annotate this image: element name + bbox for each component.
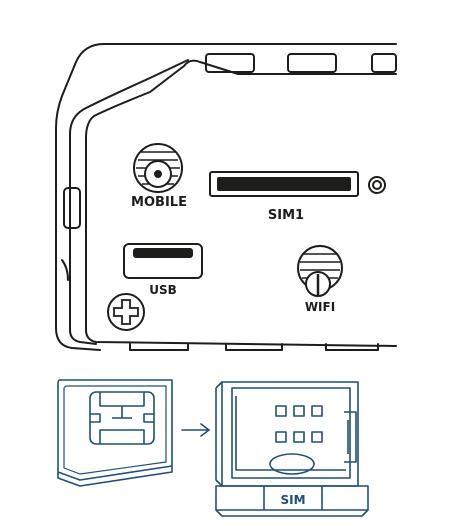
sim1-label: SIM1 <box>268 208 304 223</box>
usb-port <box>123 243 203 279</box>
usb-label: USB <box>149 283 177 297</box>
device-front-panel <box>85 59 397 347</box>
sim-card-body <box>57 379 173 481</box>
sim-card <box>57 379 173 487</box>
mobile-label: MOBILE <box>131 195 187 210</box>
reset-pinhole <box>368 176 386 194</box>
vent-slot <box>287 53 337 73</box>
vent-slot <box>371 53 397 73</box>
device-housing-outer <box>55 43 397 351</box>
sim-tray-label: SIM <box>280 493 305 507</box>
device-housing-inner <box>69 59 189 345</box>
mobile-antenna-connector <box>133 143 183 193</box>
vent-slot <box>205 53 255 73</box>
wifi-antenna-connector <box>297 245 343 297</box>
wifi-label: WIFI <box>305 300 335 314</box>
sim-chip <box>89 391 155 445</box>
router-device <box>55 43 397 351</box>
right-arrow-icon <box>181 423 211 437</box>
sim1-slot <box>209 171 359 197</box>
phillips-screw-icon <box>107 293 145 331</box>
bottom-vent-notches <box>129 343 379 351</box>
side-clip <box>63 187 81 229</box>
housing-nub <box>61 259 69 281</box>
sim-tray <box>215 381 369 517</box>
